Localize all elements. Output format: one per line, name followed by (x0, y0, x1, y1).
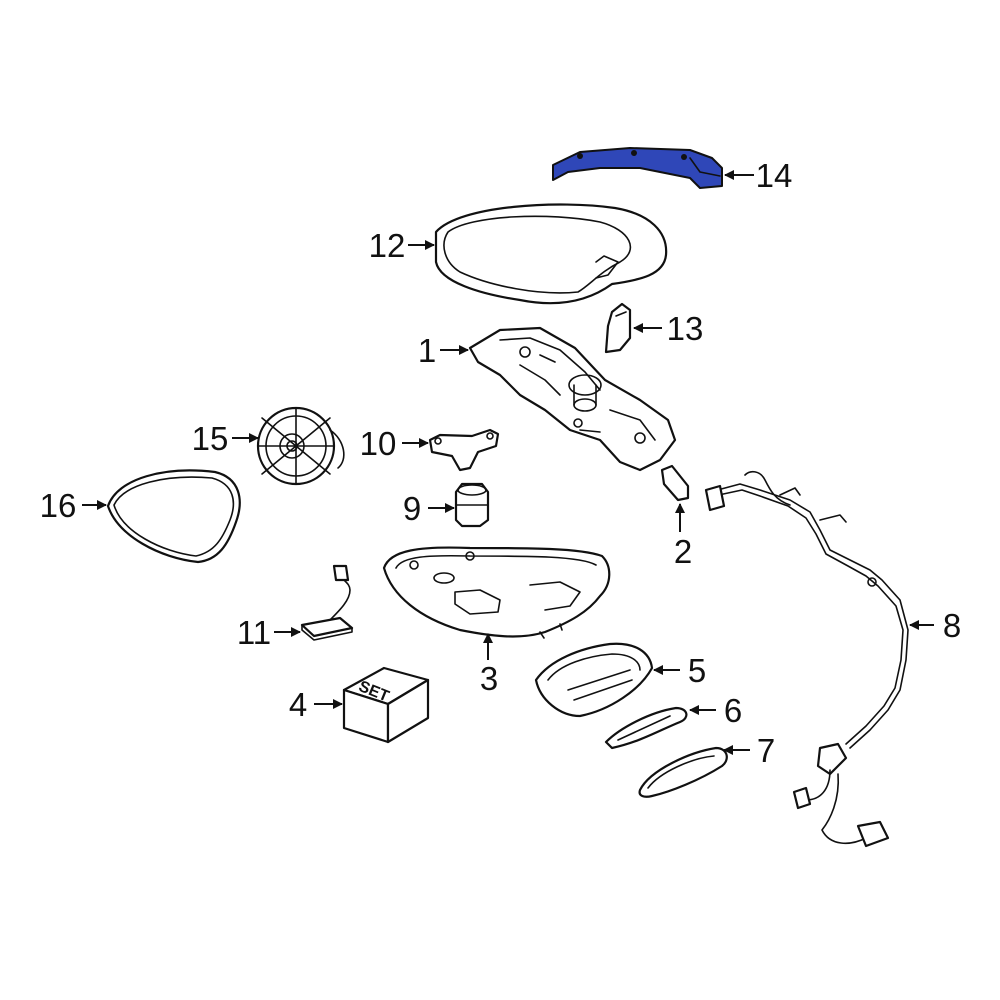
callout-9: 9 (403, 490, 421, 527)
callout-11: 11 (237, 614, 271, 651)
part-1-bracket[interactable] (468, 326, 677, 472)
part-13-clip[interactable] (604, 302, 632, 354)
part-7-lens[interactable] (638, 746, 728, 798)
callout-5: 5 (688, 652, 706, 689)
part-5-lamp-housing[interactable] (534, 642, 654, 718)
callout-16: 16 (40, 487, 77, 524)
callout-7: 7 (757, 732, 775, 769)
part-4-set-box[interactable]: SET (342, 666, 430, 744)
part-15-motor[interactable] (256, 406, 345, 486)
callout-10: 10 (360, 425, 397, 462)
part-6-lamp-strip[interactable] (604, 706, 688, 750)
part-3-housing[interactable] (382, 546, 611, 639)
part-14-shape (552, 147, 723, 189)
part-12-mirror-cover[interactable] (434, 203, 668, 305)
callout-2: 2 (674, 533, 692, 570)
part-8-wiring-harness[interactable] (704, 470, 909, 848)
part-11-light-module[interactable] (300, 564, 354, 641)
callout-1: 1 (418, 332, 436, 369)
callout-3: 3 (480, 660, 498, 697)
part-16-mirror-glass[interactable] (106, 469, 241, 564)
callout-12: 12 (369, 227, 406, 264)
leader-lines (82, 170, 934, 755)
callout-6: 6 (724, 692, 742, 729)
part-14-turn-signal[interactable] (552, 147, 723, 189)
callout-labels: 14 12 13 1 15 10 16 9 2 8 11 3 5 4 6 7 (40, 157, 962, 769)
callout-13: 13 (667, 310, 704, 347)
callout-4: 4 (289, 686, 307, 723)
callout-15: 15 (192, 420, 229, 457)
part-10-bracket[interactable] (428, 428, 500, 472)
callout-8: 8 (943, 607, 961, 644)
part-9-actuator[interactable] (454, 482, 490, 528)
part-2-connector[interactable] (660, 464, 690, 502)
callout-14: 14 (756, 157, 793, 194)
